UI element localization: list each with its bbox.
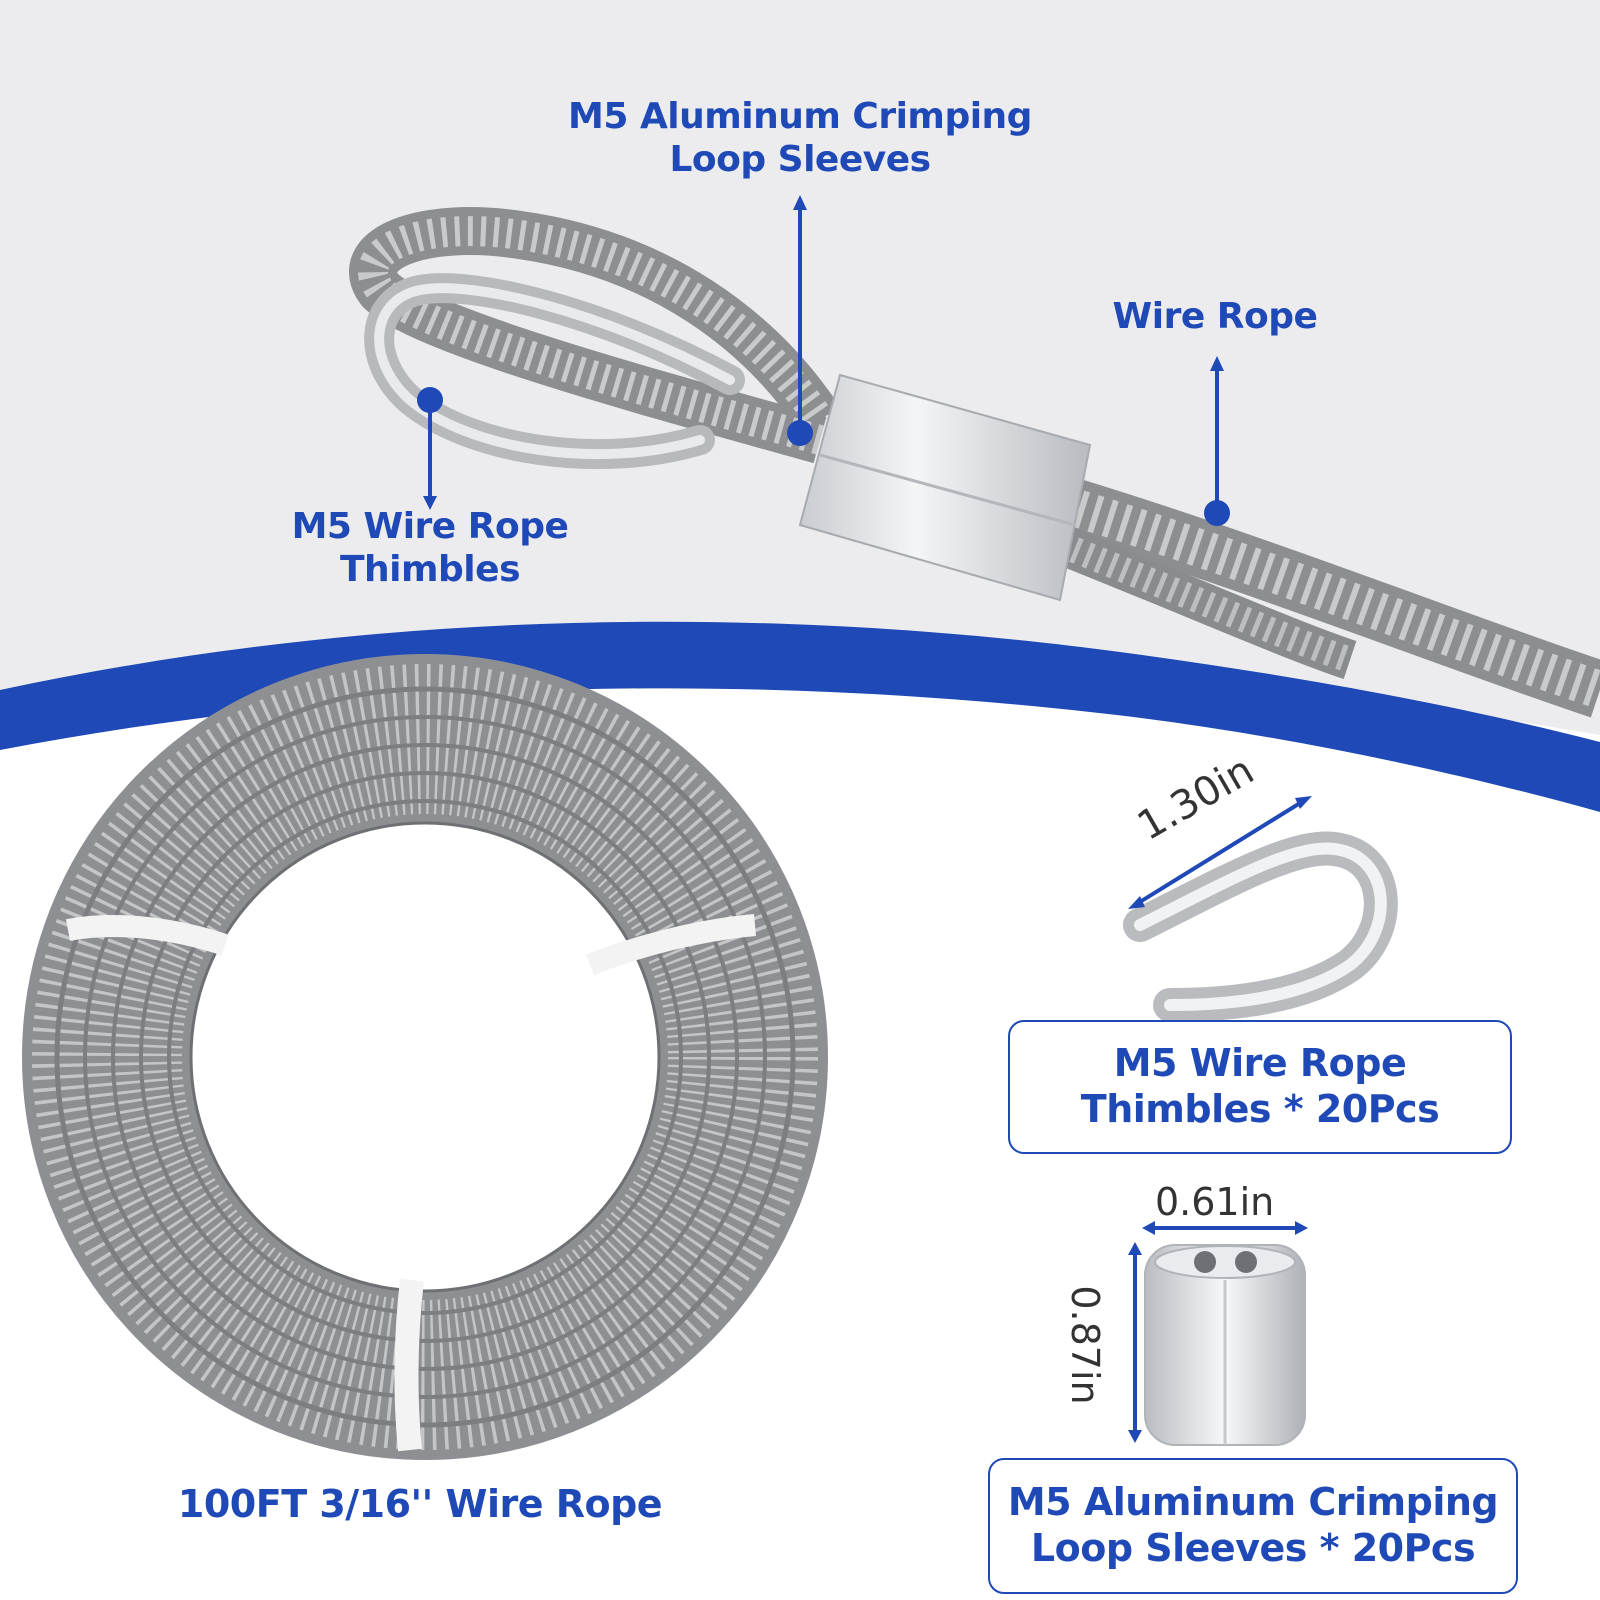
crimp-sleeve-product [1144, 1244, 1306, 1446]
sleeves-box-line1: M5 Aluminum Crimping [1007, 1480, 1499, 1525]
thimbles-callout-line1: M5 Wire Rope [291, 506, 569, 547]
sleeve-height-line [1128, 1242, 1142, 1443]
sleeve-width-dimension: 0.61in [1155, 1180, 1275, 1224]
sleeves-box-line2: Loop Sleeves * 20Pcs [1030, 1526, 1476, 1570]
thimble-dimension-line [1128, 796, 1312, 909]
coil-caption: 100FT 3/16'' Wire Rope [177, 1482, 663, 1526]
callout-sleeves-pointer [787, 195, 813, 446]
sleeve-width-line [1142, 1221, 1308, 1235]
thimbles-callout-line2: Thimbles [340, 549, 521, 591]
callout-thimbles-pointer [417, 387, 443, 510]
thimble-product [1123, 831, 1398, 1022]
sleeves-callout-label: M5 Aluminum Crimping Loop Sleeves [560, 95, 1040, 181]
thimbles-callout-label: M5 Wire Rope Thimbles [285, 505, 575, 591]
wire-rope-callout-label: Wire Rope [1112, 296, 1318, 337]
thimbles-quantity-box: M5 Wire Rope Thimbles * 20Pcs [1008, 1020, 1512, 1154]
callout-wire-rope-pointer [1204, 356, 1230, 526]
thimbles-box-line2: Thimbles * 20Pcs [1080, 1087, 1440, 1131]
wire-rope-coil [22, 654, 828, 1460]
sleeves-callout-line2: Loop Sleeves [669, 139, 931, 181]
wire-rope-top [349, 207, 1600, 718]
crimp-sleeve-top [798, 373, 1092, 602]
sleeves-callout-line1: M5 Aluminum Crimping [568, 96, 1032, 137]
sleeve-height-dimension: 0.87in [1063, 1285, 1107, 1405]
thimbles-box-line1: M5 Wire Rope [1113, 1041, 1407, 1086]
sleeves-quantity-box: M5 Aluminum Crimping Loop Sleeves * 20Pc… [988, 1458, 1518, 1594]
